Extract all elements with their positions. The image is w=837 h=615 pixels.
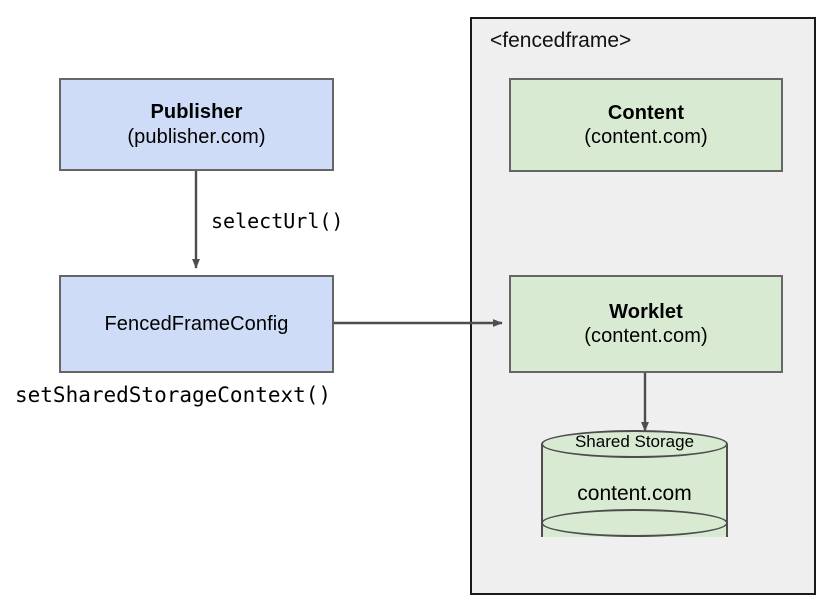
- fencedframe-panel-label: <fencedframe>: [490, 29, 632, 52]
- cylinder-top-ellipse: [541, 430, 728, 458]
- node-publisher[interactable]: Publisher (publisher.com): [59, 78, 334, 171]
- annotation-setsharedstoragecontext: setSharedStorageContext(): [15, 383, 332, 407]
- node-fencedframeconfig[interactable]: FencedFrameConfig: [59, 275, 334, 373]
- node-content[interactable]: Content (content.com): [509, 78, 783, 172]
- node-content-subtitle: (content.com): [584, 126, 708, 148]
- node-publisher-title: Publisher: [150, 101, 243, 124]
- shared-storage-title: Shared Storage: [574, 432, 695, 451]
- node-worklet[interactable]: Worklet (content.com): [509, 275, 783, 373]
- node-worklet-subtitle: (content.com): [584, 325, 708, 347]
- node-content-title: Content: [607, 101, 685, 124]
- node-shared-storage[interactable]: Shared Storage content.com: [541, 430, 728, 551]
- node-worklet-title: Worklet: [609, 300, 683, 323]
- node-fencedframeconfig-label: FencedFrameConfig: [104, 312, 289, 335]
- cylinder-bottom-ellipse: [541, 509, 728, 537]
- edge-label-selecturl: selectUrl(): [211, 209, 344, 233]
- node-publisher-subtitle: (publisher.com): [127, 125, 266, 148]
- shared-storage-origin: content.com: [577, 482, 692, 505]
